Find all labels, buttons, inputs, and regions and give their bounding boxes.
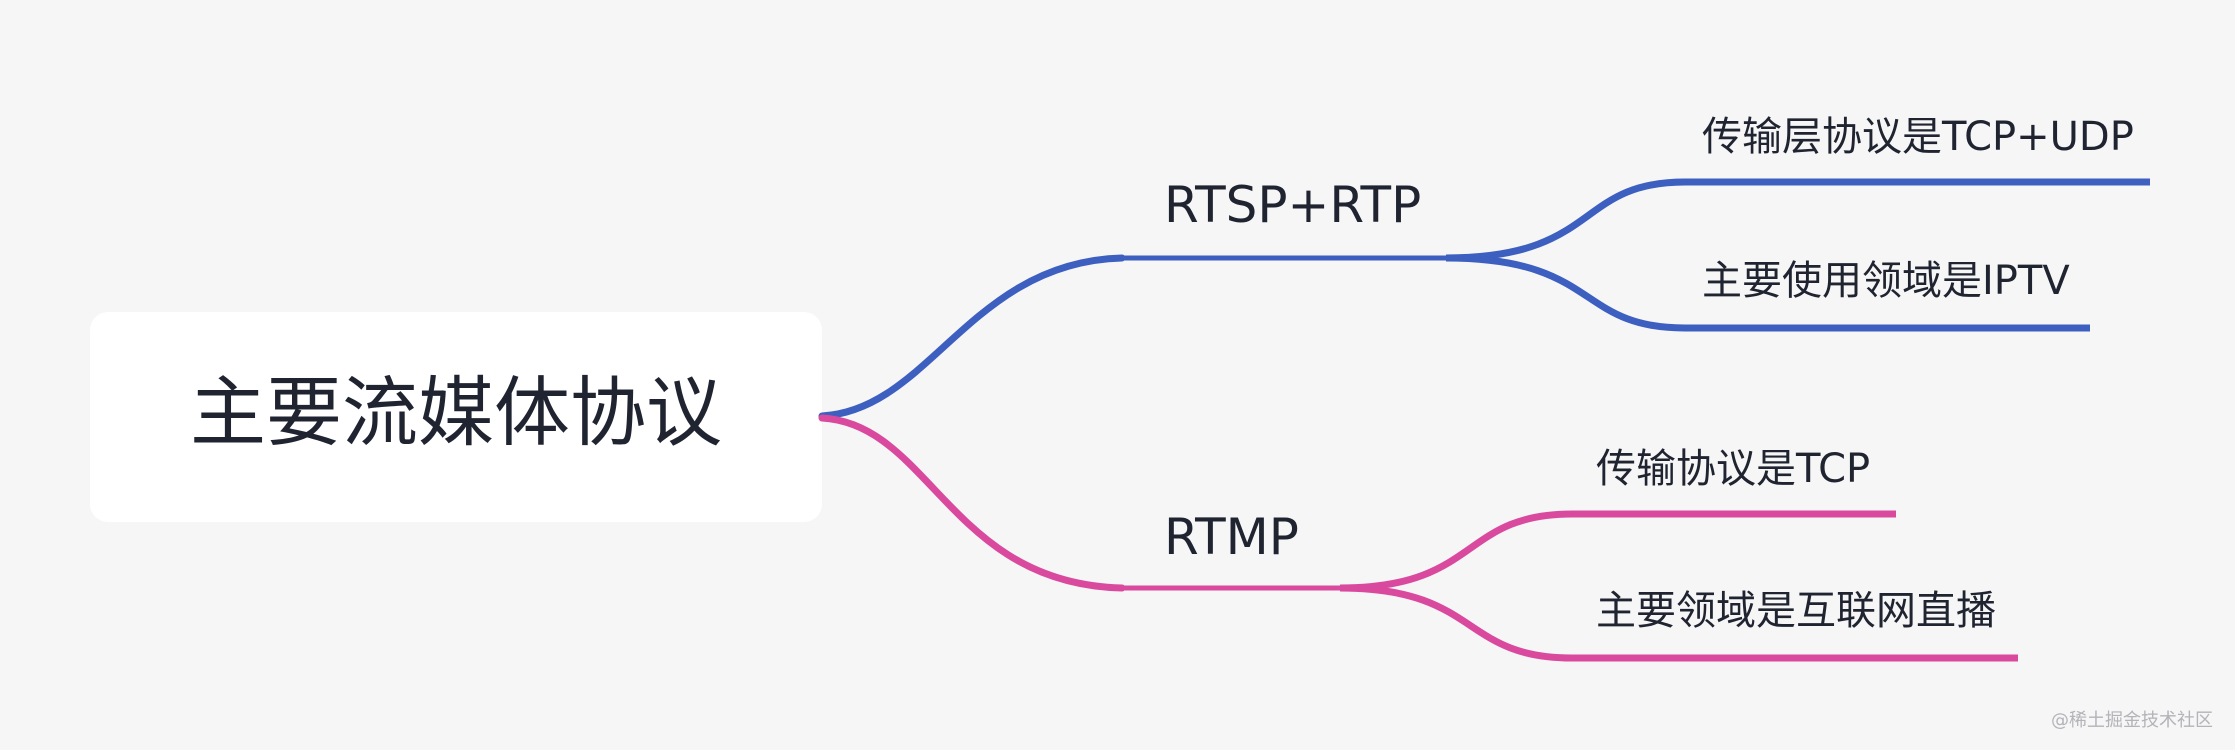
rtsp-child1-label[interactable]: 传输层协议是TCP+UDP <box>1702 114 2134 160</box>
connector-rtsp-to-child2 <box>1445 254 1686 332</box>
watermark-text: @稀土掘金技术社区 <box>2051 710 2213 731</box>
rtsp-child2-label[interactable]: 主要使用领域是IPTV <box>1702 258 2070 304</box>
connector-rtsp-to-child1 <box>1445 178 1686 262</box>
rtmp-child2-label[interactable]: 主要领域是互联网直播 <box>1596 588 1996 634</box>
connector-root-to-rtmp <box>818 414 1126 592</box>
connector-root-to-rtsp <box>818 254 1126 420</box>
connector-rtmp-to-child2 <box>1339 584 1573 662</box>
connector-rtmp-to-child1 <box>1339 510 1573 592</box>
root-node-box[interactable] <box>90 312 822 522</box>
rtmp-child1-label[interactable]: 传输协议是TCP <box>1596 446 1870 492</box>
branch-rtsp-rtp: RTSP+RTP 传输层协议是TCP+UDP 主要使用领域是IPTV <box>818 114 2150 420</box>
branch-label-rtmp[interactable]: RTMP <box>1164 508 1299 566</box>
branch-rtmp: RTMP 传输协议是TCP 主要领域是互联网直播 <box>818 414 2018 662</box>
root-node-label: 主要流媒体协议 <box>190 368 722 457</box>
branch-label-rtsp[interactable]: RTSP+RTP <box>1164 176 1421 234</box>
